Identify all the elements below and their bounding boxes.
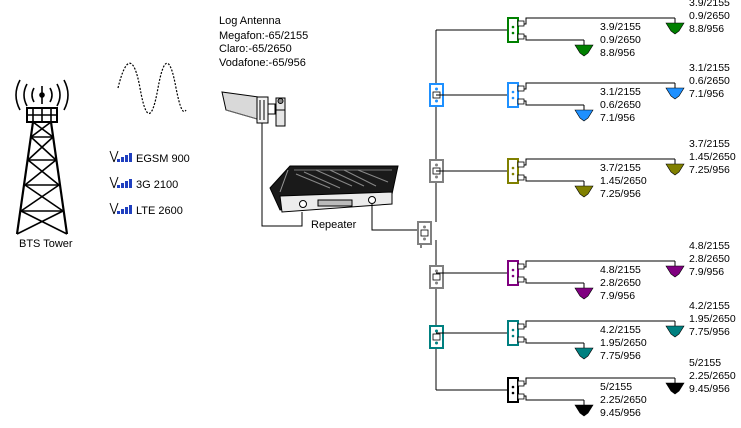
near-antenna-reading: 7.75/956 bbox=[600, 350, 641, 362]
antenna-cable bbox=[261, 123, 303, 227]
near-antenna-reading: 7.25/956 bbox=[600, 188, 641, 200]
far-antenna-reading: 3.9/2155 bbox=[689, 0, 730, 9]
near-antenna-reading: 7.1/956 bbox=[600, 112, 635, 124]
band-label: 3G 2100 bbox=[136, 179, 178, 191]
near-antenna-reading: 2.25/2650 bbox=[600, 394, 647, 406]
ceiling-antenna-icon bbox=[574, 105, 594, 122]
trunk-splitter bbox=[417, 221, 432, 245]
near-antenna-reading: 8.8/956 bbox=[600, 47, 635, 59]
far-antenna-reading: 2.25/2650 bbox=[689, 370, 736, 382]
ceiling-antenna-icon bbox=[665, 378, 685, 395]
ceiling-antenna-icon bbox=[574, 181, 594, 198]
band-label: EGSM 900 bbox=[136, 153, 190, 165]
ceiling-antenna-icon bbox=[574, 343, 594, 360]
ceiling-antenna-icon bbox=[574, 283, 594, 300]
antenna-reading-vodafone: Vodafone:-65/956 bbox=[219, 57, 306, 69]
far-antenna-reading: 3.1/2155 bbox=[689, 62, 730, 74]
far-antenna-reading: 7.25/956 bbox=[689, 164, 730, 176]
signal-bars-icon bbox=[109, 150, 132, 163]
branch-row: 4.2/21551.95/26507.75/9564.2/21551.95/26… bbox=[436, 300, 736, 362]
far-antenna-reading: 0.9/2650 bbox=[689, 10, 730, 22]
band-label: LTE 2600 bbox=[136, 205, 183, 217]
tower-label: BTS Tower bbox=[19, 238, 73, 250]
signal-bars-icon bbox=[109, 176, 132, 189]
splitter-lower-0 bbox=[429, 265, 444, 289]
far-antenna-reading: 0.6/2650 bbox=[689, 75, 730, 87]
far-antenna-reading: 1.45/2650 bbox=[689, 151, 736, 163]
near-antenna-reading: 3.1/2155 bbox=[600, 86, 641, 98]
branch-row: 3.7/21551.45/26507.25/9563.7/21551.45/26… bbox=[436, 138, 736, 200]
far-antenna-reading: 3.7/2155 bbox=[689, 138, 730, 150]
branch-row: 3.9/21550.9/26508.8/9563.9/21550.9/26508… bbox=[436, 0, 730, 59]
near-antenna-reading: 4.8/2155 bbox=[600, 264, 641, 276]
near-antenna-reading: 1.95/2650 bbox=[600, 337, 647, 349]
ceiling-antenna-icon bbox=[574, 40, 594, 57]
near-antenna-reading: 5/2155 bbox=[600, 381, 632, 393]
ceiling-antenna-icon bbox=[574, 400, 594, 417]
far-antenna-reading: 1.95/2650 bbox=[689, 313, 736, 325]
ceiling-antenna-icon bbox=[665, 83, 685, 100]
far-antenna-reading: 8.8/956 bbox=[689, 23, 724, 35]
radio-wave-icon bbox=[117, 62, 187, 114]
near-antenna-reading: 3.7/2155 bbox=[600, 162, 641, 174]
repeater-label: Repeater bbox=[311, 219, 357, 231]
ceiling-antenna-icon bbox=[665, 18, 685, 35]
far-antenna-reading: 9.45/956 bbox=[689, 383, 730, 395]
branch-row: 4.8/21552.8/26507.9/9564.8/21552.8/26507… bbox=[436, 240, 730, 302]
antenna-reading-megafon: Megafon:-65/2155 bbox=[219, 30, 308, 42]
log-antenna-icon bbox=[221, 91, 286, 127]
far-antenna-reading: 4.2/2155 bbox=[689, 300, 730, 312]
signal-bars-icon bbox=[109, 202, 132, 215]
near-antenna-reading: 7.9/956 bbox=[600, 290, 635, 302]
antenna-reading-claro: Claro:-65/2650 bbox=[219, 43, 292, 55]
near-antenna-reading: 0.9/2650 bbox=[600, 34, 641, 46]
repeater-icon bbox=[269, 165, 399, 213]
near-antenna-reading: 2.8/2650 bbox=[600, 277, 641, 289]
repeater-output-cable bbox=[371, 203, 418, 231]
far-antenna-reading: 2.8/2650 bbox=[689, 253, 730, 265]
far-antenna-reading: 7.1/956 bbox=[689, 88, 724, 100]
splitter-lower-1 bbox=[429, 325, 444, 349]
antenna-title: Log Antenna bbox=[219, 15, 282, 27]
ceiling-antenna-icon bbox=[665, 261, 685, 278]
far-antenna-reading: 4.8/2155 bbox=[689, 240, 730, 252]
branch-row: 5/21552.25/26509.45/9565/21552.25/26509.… bbox=[436, 357, 736, 419]
bts-tower-icon bbox=[15, 79, 69, 235]
far-antenna-reading: 5/2155 bbox=[689, 357, 721, 369]
near-antenna-reading: 4.2/2155 bbox=[600, 324, 641, 336]
far-antenna-reading: 7.75/956 bbox=[689, 326, 730, 338]
near-antenna-reading: 9.45/956 bbox=[600, 407, 641, 419]
ceiling-antenna-icon bbox=[665, 321, 685, 338]
near-antenna-reading: 3.9/2155 bbox=[600, 21, 641, 33]
near-antenna-reading: 0.6/2650 bbox=[600, 99, 641, 111]
far-antenna-reading: 7.9/956 bbox=[689, 266, 724, 278]
branch-row: 3.1/21550.6/26507.1/9563.1/21550.6/26507… bbox=[436, 62, 730, 124]
ceiling-antenna-icon bbox=[665, 159, 685, 176]
near-antenna-reading: 1.45/2650 bbox=[600, 175, 647, 187]
